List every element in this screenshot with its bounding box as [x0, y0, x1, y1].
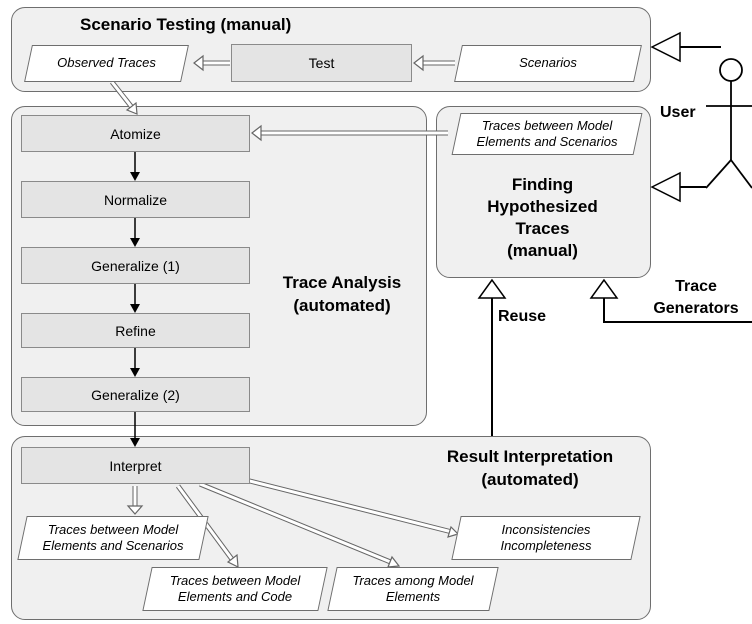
- generalize1-step: Generalize (1): [21, 247, 250, 284]
- result-title-line2: (automated): [481, 469, 579, 489]
- generalize2-label: Generalize (2): [91, 386, 180, 403]
- trace-generators-connector: [603, 298, 752, 323]
- atomize-label: Atomize: [110, 125, 161, 142]
- traces-model-code-line2: Elements and Code: [177, 589, 293, 604]
- generalize2-step: Generalize (2): [21, 377, 250, 412]
- finding-line1: Finding: [511, 175, 574, 194]
- user-label: User: [660, 104, 696, 121]
- generalize1-label: Generalize (1): [91, 257, 180, 274]
- traces-among-line1: Traces among Model: [352, 572, 474, 588]
- inconsistencies-line1: Inconsistencies: [501, 521, 591, 537]
- interpret-label: Interpret: [109, 457, 162, 474]
- normalize-label: Normalize: [103, 191, 167, 208]
- observed-traces-label: Observed Traces: [57, 55, 156, 71]
- trace-generators-line2: Generators: [653, 299, 739, 317]
- scenarios-node: Scenarios: [454, 45, 642, 82]
- reuse-label: Reuse: [498, 308, 547, 325]
- trace-analysis-title: Trace Analysis (automated): [262, 272, 422, 318]
- observed-traces-node: Observed Traces: [24, 45, 189, 82]
- refine-label: Refine: [115, 322, 156, 339]
- traces-model-scenarios-top-line2: Elements and Scenarios: [476, 134, 618, 149]
- result-interpretation-title: Result Interpretation (automated): [415, 446, 645, 492]
- normalize-step: Normalize: [21, 181, 250, 218]
- traces-model-code-node: Traces between Model Elements and Code: [142, 567, 328, 611]
- trace-analysis-title-line2: (automated): [293, 295, 391, 315]
- traces-model-scenarios-bottom-line2: Elements and Scenarios: [42, 538, 184, 553]
- traces-model-scenarios-bottom-line1: Traces between Model: [47, 521, 179, 537]
- finding-line4: (manual): [507, 241, 578, 261]
- test-step: Test: [231, 44, 412, 82]
- traces-model-scenarios-bottom-node: Traces between Model Elements and Scenar…: [17, 516, 209, 560]
- traces-model-code-line1: Traces between Model: [169, 572, 301, 588]
- result-title-line1: Result Interpretation: [446, 447, 614, 466]
- finding-traces-title: Finding Hypothesized Traces (manual): [450, 174, 635, 262]
- traces-model-scenarios-top-node: Traces between Model Elements and Scenar…: [451, 113, 643, 155]
- scenarios-label: Scenarios: [519, 55, 577, 71]
- test-label: Test: [308, 55, 335, 71]
- atomize-step: Atomize: [21, 115, 250, 152]
- trace-analysis-title-line1: Trace Analysis: [282, 273, 402, 292]
- finding-line2: Hypothesized: [487, 197, 598, 217]
- trace-generators-line1: Trace: [675, 278, 717, 295]
- finding-line3: Traces: [515, 219, 570, 239]
- interpret-step: Interpret: [21, 447, 250, 484]
- traces-among-node: Traces among Model Elements: [327, 567, 499, 611]
- inconsistencies-node: Inconsistencies Incompleteness: [451, 516, 641, 560]
- refine-step: Refine: [21, 313, 250, 348]
- scenario-testing-title: Scenario Testing (manual): [80, 15, 292, 34]
- traces-among-line2: Elements: [385, 589, 441, 604]
- traces-model-scenarios-top-line1: Traces between Model: [481, 117, 613, 133]
- inconsistencies-line2: Incompleteness: [500, 538, 592, 553]
- trace-generators-label: Trace Generators: [640, 276, 752, 319]
